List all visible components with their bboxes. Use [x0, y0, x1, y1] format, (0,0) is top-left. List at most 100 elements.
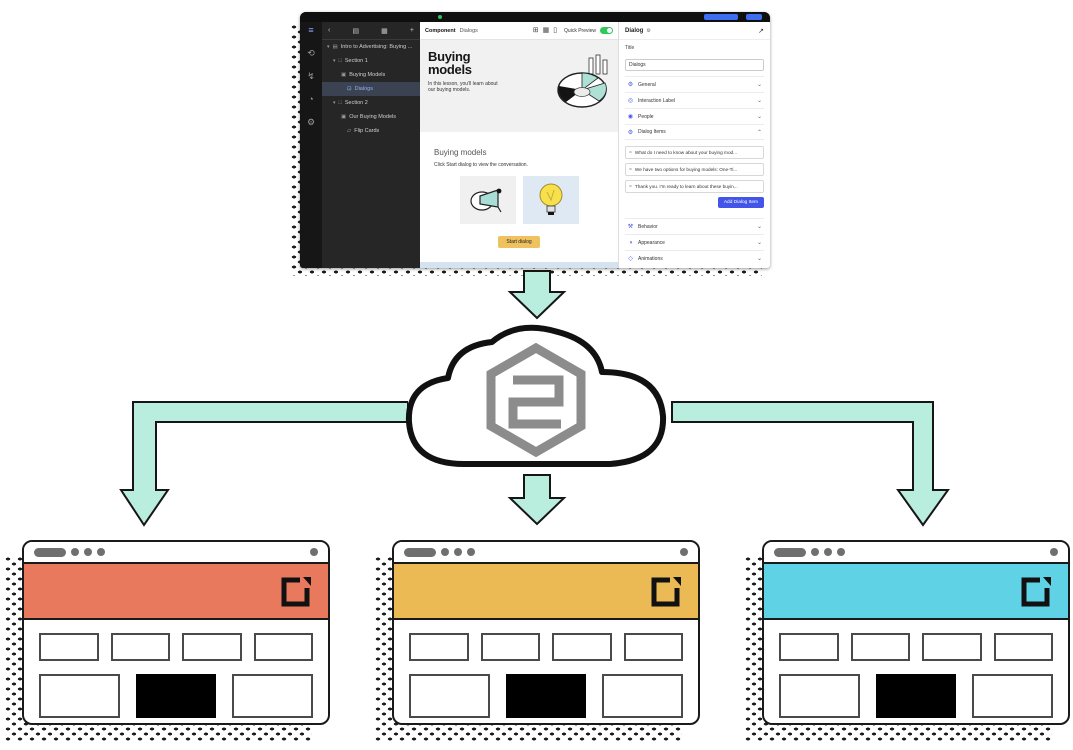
tree-item-section-1[interactable]: ▾ □ Section 1	[322, 54, 420, 68]
content-row-bottom	[394, 661, 698, 718]
accordion-interaction-label[interactable]: ◎ Interaction Label ⌄	[625, 92, 764, 108]
add-icon[interactable]: +	[409, 27, 414, 34]
chevron-down-icon: ⌄	[756, 256, 762, 262]
inspector-panel: Dialog ⚙ ↗ Title ⚙ General ⌄ ◎	[618, 22, 770, 268]
window-titlebar	[24, 542, 328, 564]
dialog-icon: ⊡	[347, 86, 352, 92]
layout-icon[interactable]: ▦	[542, 27, 550, 34]
cloud-platform	[405, 324, 667, 467]
content-block	[602, 674, 684, 718]
theme-icon[interactable]: ◔	[308, 94, 314, 104]
course-tree-panel: ‹ ▤ ▦ + ▾ ▤ Intro to Advertising: Buying…	[322, 22, 420, 268]
secondary-action-button[interactable]	[746, 14, 762, 20]
content-block	[232, 674, 314, 718]
content-block	[779, 674, 860, 718]
tree-item-our-buying-models[interactable]: ▣ Our Buying Models	[322, 110, 420, 124]
trash-icon[interactable]: ▯	[553, 27, 558, 34]
accordion-animations[interactable]: ◇ Animations ⌄	[625, 250, 764, 266]
tree-item-project[interactable]: ▾ ▤ Intro to Advertising: Buying ...	[322, 40, 420, 54]
arrow-cloud-to-window-2	[507, 474, 567, 526]
quick-preview-toggle[interactable]	[600, 27, 613, 34]
content-block	[779, 633, 839, 661]
dialog-item-row[interactable]: = Thank you. I'm ready to learn about th…	[625, 180, 764, 193]
broken-square-logo	[651, 577, 681, 607]
dialog-item-row[interactable]: = We have two options for buying models:…	[625, 163, 764, 176]
accordion-label: People	[638, 113, 654, 120]
palette-icon: ◑	[628, 239, 633, 246]
accordion-people[interactable]: ◉ People ⌄	[625, 108, 764, 124]
primary-action-button[interactable]	[704, 14, 738, 20]
wrench-icon: ⚒	[627, 224, 634, 230]
published-window-coral	[22, 540, 330, 725]
window-titlebar	[394, 542, 698, 564]
tree-item-label: Flip Cards	[354, 128, 380, 134]
title-input[interactable]	[625, 59, 764, 71]
title-field-label: Title	[625, 45, 635, 51]
address-pill	[404, 547, 436, 557]
titlebar-dot	[71, 548, 79, 556]
content-row-top	[24, 620, 328, 661]
content-block	[480, 633, 540, 661]
arrow-cloud-to-window-1	[119, 401, 408, 527]
next-section-strip	[420, 262, 618, 268]
caret-icon[interactable]: ▾	[327, 44, 330, 50]
inspector-body: Title ⚙ General ⌄ ◎ Interaction Label ⌄	[619, 40, 770, 266]
tree-item-dialogs-selected[interactable]: ⊡ Dialogs	[322, 82, 420, 96]
status-dot	[438, 15, 442, 19]
drag-handle-icon[interactable]: =	[629, 166, 632, 173]
dialog-item-row[interactable]: = What do I need to know about your buyi…	[625, 146, 764, 159]
content-block-filled	[875, 674, 957, 718]
authoring-tool-screenshot: ≡ ⟲ ↯ ◔ ⚙ ‹ ▤ ▦ + ▾ ▤ Intro to Advertisi…	[300, 12, 770, 268]
back-icon[interactable]: ‹	[328, 27, 331, 34]
accordion-label: Animations	[638, 255, 663, 262]
add-dialog-item-button[interactable]: Add Dialog Item	[717, 197, 764, 208]
caret-icon[interactable]: ▾	[333, 100, 336, 106]
accordion-behavior[interactable]: ⚒ Behavior ⌄	[625, 218, 764, 234]
people-icon: ◉	[627, 114, 634, 120]
accordion-dialog-items[interactable]: ⚙ Dialog Items ⌃	[625, 124, 764, 140]
drag-handle-icon[interactable]: =	[629, 149, 632, 156]
content-block	[39, 633, 99, 661]
inspector-title: Dialog	[625, 27, 644, 34]
start-dialog-button[interactable]: Start dialog	[498, 236, 540, 248]
new-page-icon[interactable]: ▤	[352, 27, 360, 35]
new-screen-icon[interactable]: ▦	[381, 27, 388, 35]
cloud-outline	[405, 324, 667, 467]
content-block	[922, 633, 982, 661]
animation-icon: ◇	[628, 256, 633, 262]
content-row-bottom	[24, 661, 328, 718]
tree-item-flip-cards[interactable]: ▱ Flip Cards	[322, 124, 420, 138]
window-titlebar	[764, 542, 1068, 564]
app-top-bar	[300, 12, 770, 22]
tree-item-section-2[interactable]: ▾ □ Section 2	[322, 96, 420, 110]
accordion-label: General	[638, 81, 656, 88]
dialog-item-text: We have two options for buying models: O…	[634, 167, 738, 172]
accordion-appearance[interactable]: ◑ Appearance ⌄	[625, 234, 764, 250]
hero-section: Buying models In this lesson, you'll lea…	[420, 40, 618, 132]
gear-icon[interactable]: ⚙	[646, 27, 651, 34]
inspector-header: Dialog ⚙ ↗	[619, 22, 770, 40]
insert-icon[interactable]: ⊞	[532, 27, 539, 34]
address-pill	[34, 547, 66, 557]
chevron-up-icon: ⌃	[756, 129, 762, 136]
content-block	[623, 633, 683, 661]
lightbulb-icon	[539, 183, 562, 215]
megaphone-card[interactable]	[459, 176, 516, 224]
content-block	[409, 633, 469, 661]
settings-icon[interactable]: ⚙	[306, 117, 316, 127]
chevron-down-icon: ⌄	[756, 82, 762, 88]
drag-handle-icon[interactable]: =	[629, 183, 632, 190]
caret-icon[interactable]: ▾	[333, 58, 336, 64]
interaction-icon: ◎	[627, 98, 634, 104]
gear-icon: ⚙	[627, 82, 634, 88]
expand-icon[interactable]: ↗	[758, 27, 764, 35]
history-icon[interactable]: ⟲	[307, 48, 315, 58]
lightning-icon[interactable]: ↯	[307, 71, 315, 81]
accordion-general[interactable]: ⚙ General ⌄	[625, 76, 764, 92]
titlebar-dot	[97, 548, 105, 556]
content-block-filled	[135, 674, 217, 718]
lightbulb-card[interactable]	[522, 176, 579, 224]
tree-item-buying-models[interactable]: ▣ Buying Models	[322, 68, 420, 82]
nav-rail: ≡ ⟲ ↯ ◔ ⚙	[300, 22, 322, 268]
menu-icon[interactable]: ≡	[308, 25, 314, 35]
